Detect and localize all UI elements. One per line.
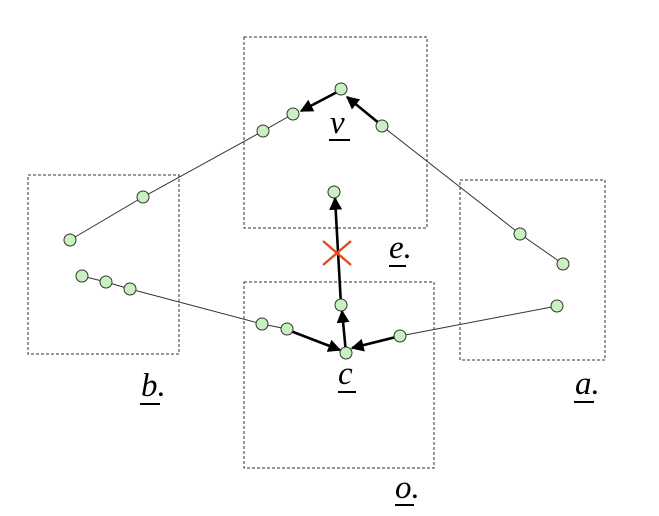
- node-group: [63, 82, 570, 360]
- path-b-to-v: [69, 113, 294, 241]
- node-b-lower-1: [75, 269, 89, 283]
- label-c: c: [338, 356, 353, 392]
- path-a-to-c: [399, 305, 558, 337]
- arrow-c-left: [287, 328, 342, 352]
- node-b-lower-2: [99, 275, 113, 289]
- region-box-b: [27, 174, 180, 355]
- node-e: [327, 185, 341, 199]
- label-v: v: [330, 105, 345, 141]
- label-b: b.: [141, 368, 166, 404]
- node-v-right: [375, 119, 389, 133]
- label-c-group: c: [338, 356, 356, 393]
- node-b-upper-1: [136, 190, 150, 204]
- node-a-upper-2: [556, 257, 570, 271]
- label-o: o.: [395, 470, 420, 506]
- label-e-group: e.: [389, 230, 412, 267]
- label-b-group: b.: [140, 368, 166, 405]
- node-a-lower: [550, 299, 564, 313]
- arrow-c-right: [350, 334, 401, 352]
- label-o-group: o.: [395, 470, 420, 506]
- cross-icon: [322, 240, 352, 266]
- node-c-left-2: [280, 322, 294, 336]
- node-b-lower-3: [123, 282, 137, 296]
- arrow-c-up: [336, 309, 350, 354]
- label-a: a.: [575, 366, 600, 402]
- node-b-upper-2: [63, 233, 77, 247]
- node-c-up: [334, 298, 348, 312]
- label-a-group: a.: [574, 366, 600, 403]
- arrow-v-right: [345, 95, 381, 126]
- node-c-right: [393, 329, 407, 343]
- node-c: [339, 346, 353, 360]
- label-e: e.: [389, 230, 412, 266]
- arrow-v-left: [299, 88, 342, 113]
- region-box-a: [459, 179, 606, 361]
- node-v-apex: [334, 82, 348, 96]
- node-v-left-2: [256, 124, 270, 138]
- node-v-left-1: [286, 107, 300, 121]
- node-a-upper-1: [513, 227, 527, 241]
- node-c-left-1: [255, 317, 269, 331]
- label-v-group: v: [329, 105, 350, 141]
